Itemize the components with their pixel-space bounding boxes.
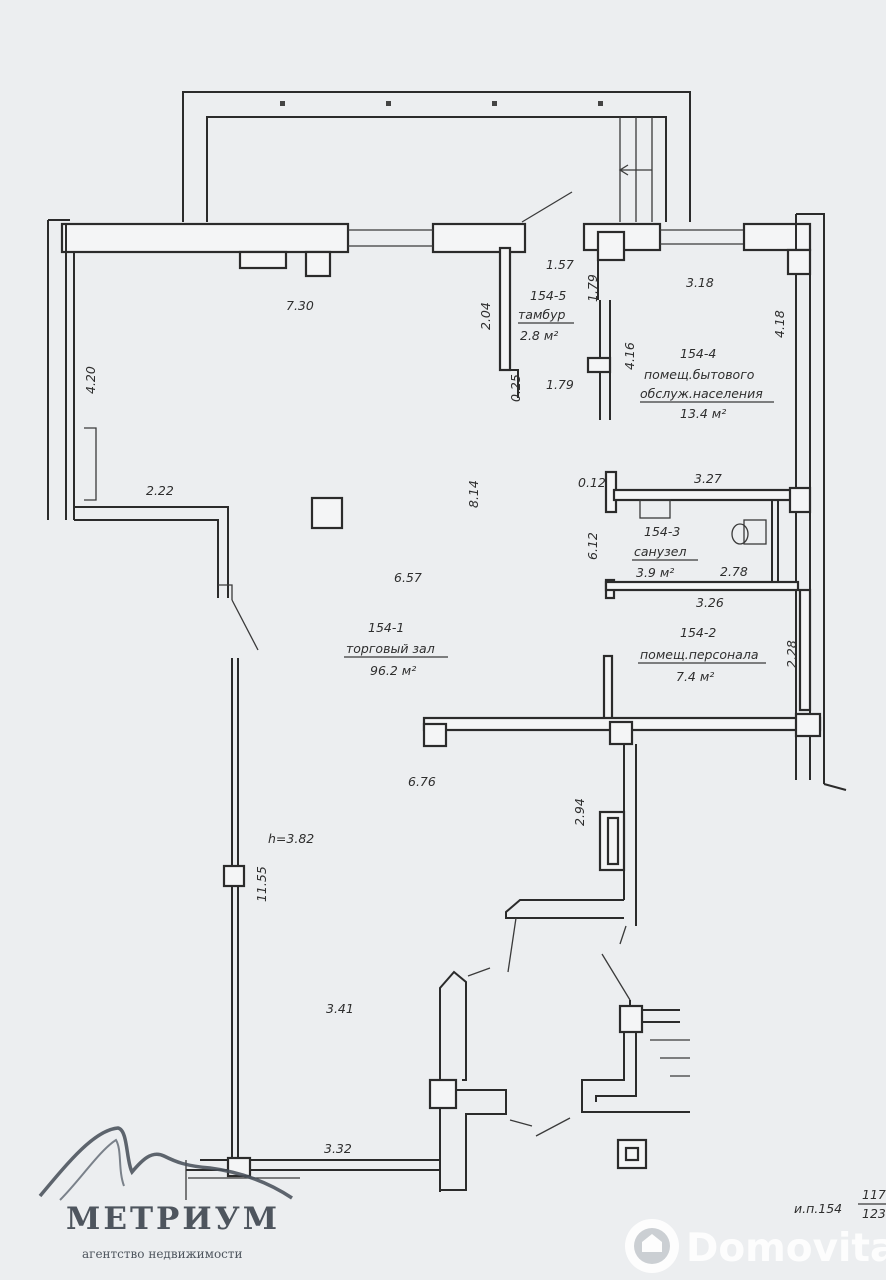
dim-6-76: 6.76	[408, 774, 436, 789]
dim-4-20: 4.20	[83, 366, 98, 394]
dim-11-55: 11.55	[254, 866, 269, 902]
dim-6-12: 6.12	[585, 532, 600, 560]
room-154-2-name: помещ.персонала	[640, 647, 759, 662]
dim-3-32: 3.32	[324, 1141, 352, 1156]
dim-1-79-vertical: 1.79	[585, 274, 600, 302]
agency-logo-mark	[38, 1126, 293, 1200]
inventory-number-top: 117.	[862, 1187, 886, 1202]
inventory-number: и.п.154 117. 123	[794, 1187, 886, 1221]
room-154-1-area: 96.2 м²	[370, 663, 416, 678]
room-154-5-area: 2.8 м²	[520, 328, 558, 343]
dim-8-14: 8.14	[466, 480, 481, 508]
room-154-3-name: санузел	[634, 544, 686, 559]
dim-7-30: 7.30	[286, 298, 314, 313]
ceiling-height: h=3.82	[268, 831, 314, 846]
dim-3-18: 3.18	[686, 275, 714, 290]
dim-4-16: 4.16	[622, 342, 637, 370]
dim-1-57: 1.57	[546, 257, 574, 272]
dim-4-18: 4.18	[772, 310, 787, 338]
room-labels: 154-5 тамбур 2.8 м² 154-4 помещ.бытового…	[344, 288, 774, 684]
watermark-text: Domovita	[686, 1226, 886, 1271]
dim-2-04: 2.04	[478, 302, 493, 330]
room-154-2-area: 7.4 м²	[676, 669, 714, 684]
room-154-4-id: 154-4	[680, 346, 716, 361]
dim-1-79: 1.79	[546, 377, 574, 392]
inventory-number-bottom: 123	[862, 1206, 886, 1221]
room-154-1-name: торговый зал	[346, 641, 435, 656]
dim-3-27: 3.27	[694, 471, 722, 486]
agency-name: МЕТРИУМ	[66, 1201, 280, 1237]
room-154-5-name: тамбур	[518, 307, 565, 322]
columns	[310, 496, 648, 1170]
dim-2-94: 2.94	[572, 798, 587, 826]
domovita-watermark: Domovita	[625, 1219, 886, 1273]
agency-logo: МЕТРИУМ агентство недвижимости	[38, 1126, 293, 1261]
dim-6-57: 6.57	[394, 570, 422, 585]
room-154-4-area: 13.4 м²	[680, 406, 726, 421]
room-154-5-id: 154-5	[530, 288, 566, 303]
dim-2-28: 2.28	[784, 640, 799, 668]
dim-3-41: 3.41	[326, 1001, 354, 1016]
room-154-3-area: 3.9 м²	[636, 565, 674, 580]
room-154-4-name-1: помещ.бытового	[644, 367, 755, 382]
entrance-porch	[182, 91, 691, 223]
dim-3-26: 3.26	[696, 595, 724, 610]
agency-tagline: агентство недвижимости	[82, 1247, 243, 1261]
dim-0-25: 0.25	[508, 374, 523, 402]
room-154-3-id: 154-3	[644, 524, 680, 539]
dim-2-22: 2.22	[146, 483, 174, 498]
bottom-entrance	[428, 970, 690, 1192]
service-rooms-walls	[422, 213, 847, 1001]
dim-2-78: 2.78	[720, 564, 748, 579]
dimension-labels: 7.30 4.20 2.22 2.04 0.25 1.57 1.79 1.79 …	[83, 257, 799, 1156]
room-154-1-id: 154-1	[368, 620, 404, 635]
room-154-4-name-2: обслуж.населения	[640, 386, 763, 401]
dim-0-12: 0.12	[578, 475, 606, 490]
inventory-label: и.п.154	[794, 1201, 842, 1216]
room-154-2-id: 154-2	[680, 625, 716, 640]
exterior-walls	[47, 219, 527, 1200]
